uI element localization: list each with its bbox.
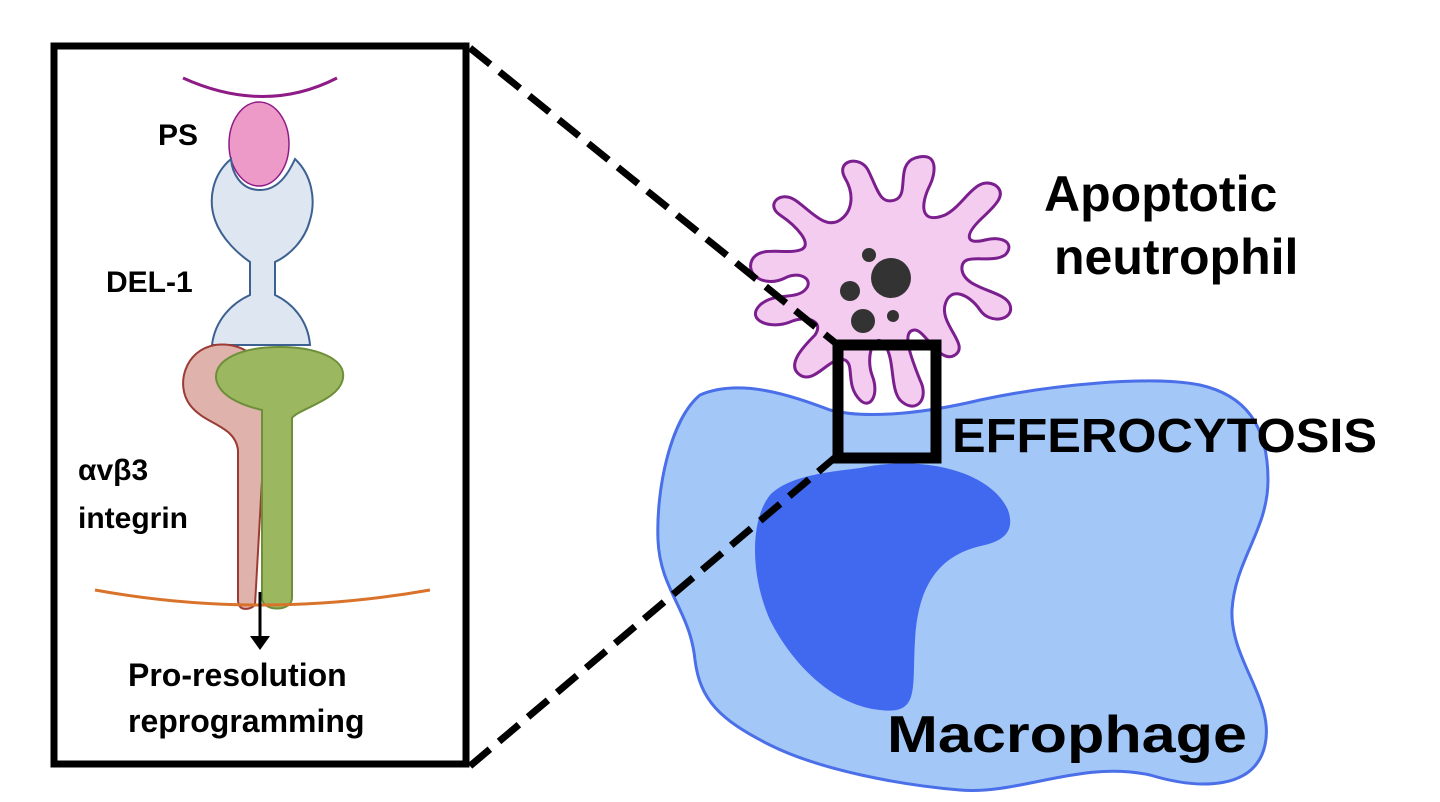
del1-protein [210,156,314,346]
neutrophil-membrane [182,76,338,98]
zoom-region-box [832,339,942,464]
label-integrin: integrin [78,502,188,535]
phosphatidylserine [228,101,290,187]
apoptotic-body [840,281,860,301]
macrophage-nucleus [755,463,1011,711]
label-macrophage: Macrophage [887,706,1247,764]
apoptotic-body [887,310,899,322]
apoptotic-body-large [871,258,911,298]
integrin-beta-subunit [214,345,345,610]
apoptotic-body [862,248,876,262]
label-del1: DEL-1 [106,266,193,299]
dashed-connector-top [467,45,841,348]
dashed-connector-bottom [467,452,841,769]
apoptotic-body [851,309,875,333]
label-neutrophil: neutrophil [1054,229,1298,285]
label-integrin-subunits: αvβ3 [78,454,148,487]
label-efferocytosis: EFFEROCYTOSIS [952,410,1377,463]
signal-arrow-head [250,636,270,650]
label-apoptotic: Apoptotic [1044,166,1277,222]
label-ps: PS [158,119,198,152]
label-pro-resolution: Pro-resolution [128,657,347,693]
label-reprogramming: reprogramming [128,703,364,739]
